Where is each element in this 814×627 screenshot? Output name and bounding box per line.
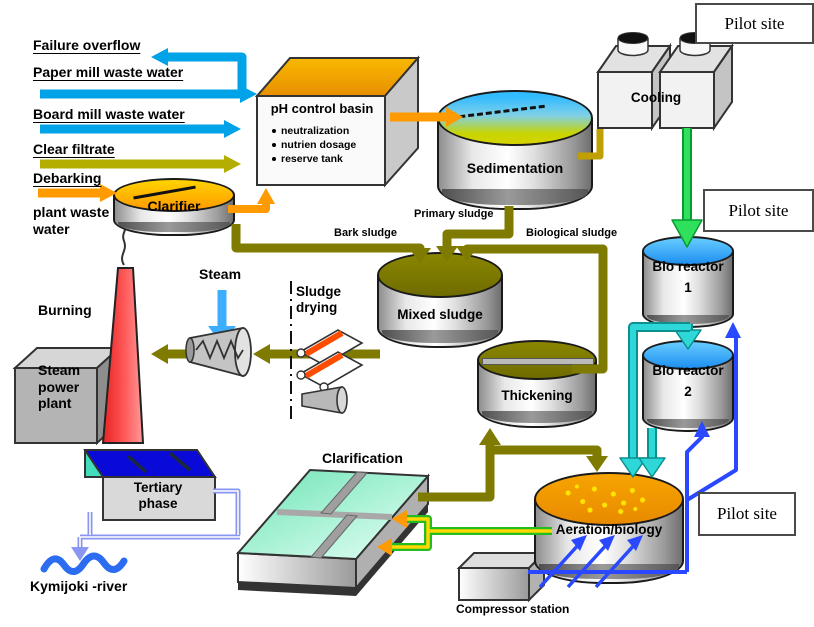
pilot-site-box-2: Pilot site [703, 189, 814, 232]
tank-bio1-number: 1 [684, 280, 692, 295]
pipe-return-sludge-to-aeration [490, 445, 608, 472]
tank-clarifier: Clarifier [113, 178, 235, 236]
label-plant-line3: plant [38, 395, 72, 412]
label-sludge-drying-line1: Sludge [296, 284, 342, 299]
bullet-icon [272, 129, 276, 133]
label-clear-filtrate: Clear filtrate [33, 141, 115, 157]
tank-mixed-sludge-label: Mixed sludge [397, 307, 483, 322]
tank-bio2-label: Bio reactor [652, 363, 724, 378]
label-debarking: Debarking [33, 170, 102, 186]
pilot-site-box-1: Pilot site [695, 3, 814, 44]
label-plant-line2: power [38, 378, 80, 395]
tank-mixed-sludge: Mixed sludge [377, 252, 503, 348]
label-biological-sludge: Biological sludge [526, 227, 618, 239]
screw-feeder-cone [185, 326, 252, 378]
label-steam: Steam [199, 266, 242, 282]
pipe-failure-overflow [166, 52, 247, 91]
pipe-aeration-to-clarification [377, 510, 552, 556]
clarification-basin [235, 468, 431, 596]
ph-basin-title: pH control basin [270, 101, 374, 116]
ph-bullet-3: reserve tank [281, 153, 343, 165]
pipe-paper-mill-waste-water [40, 48, 257, 103]
label-burning: Burning [38, 302, 92, 318]
pipe-clear-filtrate [40, 155, 241, 173]
label-sludge-drying-line2: drying [296, 299, 338, 315]
tank-sedimentation-label: Sedimentation [466, 160, 564, 176]
tank-sedimentation: Sedimentation [437, 90, 593, 210]
pipe-cooling-to-bio1 [671, 128, 703, 248]
bullet-icon [272, 143, 276, 147]
sludge-drying-machine [296, 329, 364, 392]
zigzag-screw [195, 338, 244, 361]
pipe-clarifier-to-basin [228, 188, 275, 213]
label-tertiary-line2: phase [138, 495, 178, 511]
pipe-clear-water-to-river [71, 488, 241, 561]
label-paper-mill-waste-water: Paper mill waste water [33, 64, 184, 80]
pipe-bio1-to-aeration [619, 322, 690, 478]
pipe-sedimentation-to-cooling [578, 129, 604, 160]
pipe-board-mill-waste-water [40, 120, 241, 138]
ph-basin-text: pH control basin neutralization nutrien … [260, 101, 384, 165]
pipe-clarification-to-thickening [418, 428, 501, 502]
label-cooling: Cooling [630, 90, 682, 105]
label-kymijoki-river: Kymijoki -river [30, 578, 128, 594]
label-sludge-drying: Sludge drying [296, 284, 341, 316]
label-failure-overflow: Failure overflow [33, 37, 141, 53]
pipe-basin-to-sedimentation [390, 107, 463, 127]
label-primary-sludge: Primary sludge [414, 208, 494, 220]
ph-control-basin-box [254, 55, 421, 188]
pipe-debarking [38, 184, 117, 202]
tank-thickening-label: Thickening [501, 388, 573, 403]
pipe-compressor-air [528, 322, 741, 589]
label-compressor-station: Compressor station [456, 602, 570, 616]
pipe-recycle-to-bio1 [685, 334, 738, 502]
ph-bullet-1: neutralization [281, 125, 350, 137]
small-cone [301, 386, 348, 414]
pipe-bark-sludge [231, 224, 431, 264]
ph-bullet-2: nutrien dosage [281, 139, 357, 151]
tank-aeration-biology: Aeration/biology [534, 472, 684, 584]
label-plant-waste-line2: water [33, 220, 70, 237]
pilot-site-box-3: Pilot site [698, 492, 796, 536]
tank-aeration-label: Aeration/biology [555, 522, 663, 537]
river-wave [40, 552, 128, 575]
tank-bio2-number: 2 [684, 384, 692, 399]
pipe-bio2-to-aeration [638, 428, 666, 478]
label-plant-line1: Steam [38, 362, 81, 378]
label-tertiary-line1: Tertiary [133, 480, 183, 495]
label-plant-waste-line1: plant waste [33, 204, 110, 220]
label-board-mill-waste-water: Board mill waste water [33, 106, 185, 122]
tank-clarifier-label: Clarifier [147, 198, 201, 214]
label-steam-power-plant: Steam power plant [38, 362, 80, 412]
label-plant-waste-water: plant waste water [33, 204, 109, 237]
label-clarification: Clarification [322, 450, 403, 466]
label-bark-sludge: Bark sludge [334, 227, 397, 239]
pipe-primary-sludge [436, 206, 514, 262]
pipe-biological-sludge [456, 244, 608, 374]
label-tertiary-phase: Tertiary phase [108, 480, 208, 512]
tertiary-phase-box [83, 449, 217, 521]
bullet-icon [272, 157, 276, 161]
tank-bio1-label: Bio reactor [652, 259, 724, 274]
